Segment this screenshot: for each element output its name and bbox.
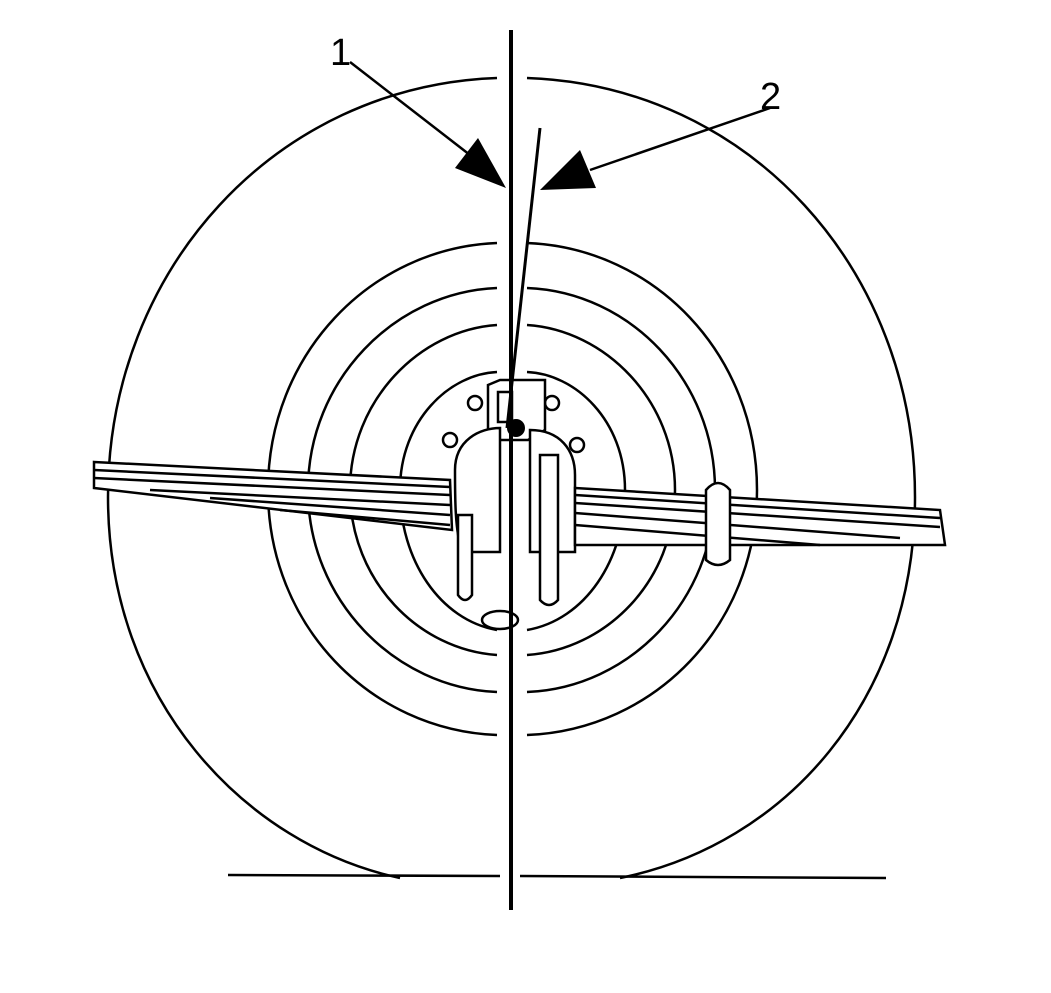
spring-clamp-right — [704, 481, 732, 567]
callout-leader-2 — [540, 106, 771, 190]
hub-bolt — [543, 394, 561, 412]
hub-bolt — [568, 436, 586, 454]
arrow-head-2 — [540, 150, 596, 190]
camber-line — [505, 127, 542, 429]
leaf-spring-left — [92, 460, 454, 532]
rim-ring-inner-right — [526, 323, 677, 657]
u-bolts — [456, 453, 732, 607]
u-bolt-left — [456, 513, 474, 602]
hub-bolts — [441, 394, 586, 454]
ground-line — [227, 873, 887, 880]
arrow-head-1 — [455, 138, 506, 188]
callout-leader-1 — [349, 61, 506, 188]
u-bolt-center — [538, 453, 560, 607]
rim-ring-outer-right — [526, 241, 759, 737]
tire-outline-right — [526, 76, 917, 880]
pivot-point — [507, 419, 525, 437]
callout-label-2: 2 — [760, 76, 782, 118]
hub-bolt — [441, 431, 459, 449]
leaf-spring-right — [573, 486, 947, 547]
hub-bolt — [466, 394, 484, 412]
callout-label-1: 1 — [330, 32, 352, 74]
